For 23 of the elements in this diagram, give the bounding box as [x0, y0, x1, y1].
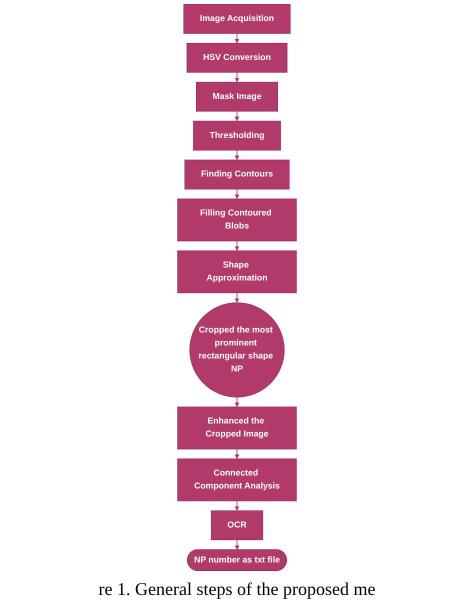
arrow — [234, 539, 240, 550]
node-box: Enhanced the Cropped Image — [177, 406, 297, 450]
arrow — [234, 72, 240, 82]
node-box: Finding Contours — [184, 160, 290, 190]
arrow — [234, 396, 240, 408]
arrow — [234, 448, 240, 460]
node-box: Shape Approximation — [177, 250, 297, 294]
figure-caption: re 1. General steps of the proposed me — [98, 578, 376, 601]
arrow — [234, 110, 240, 122]
node-box: Filling Contoured Blobs — [177, 198, 297, 242]
arrow — [234, 500, 240, 511]
node-box: Image Acquisition — [183, 4, 291, 34]
arrow — [234, 150, 240, 160]
node-box: OCR — [210, 510, 264, 540]
arrow — [234, 188, 240, 200]
node-box: Mask Image — [196, 82, 278, 112]
node-box: Connected Component Analysis — [177, 458, 297, 502]
node-box: Thresholding — [193, 120, 281, 150]
node-circle: Cropped the most prominent rectangular shape NP — [189, 302, 285, 398]
node-box: HSV Conversion — [186, 42, 288, 73]
arrow — [234, 240, 240, 251]
arrow — [234, 33, 240, 44]
arrow — [234, 292, 240, 303]
